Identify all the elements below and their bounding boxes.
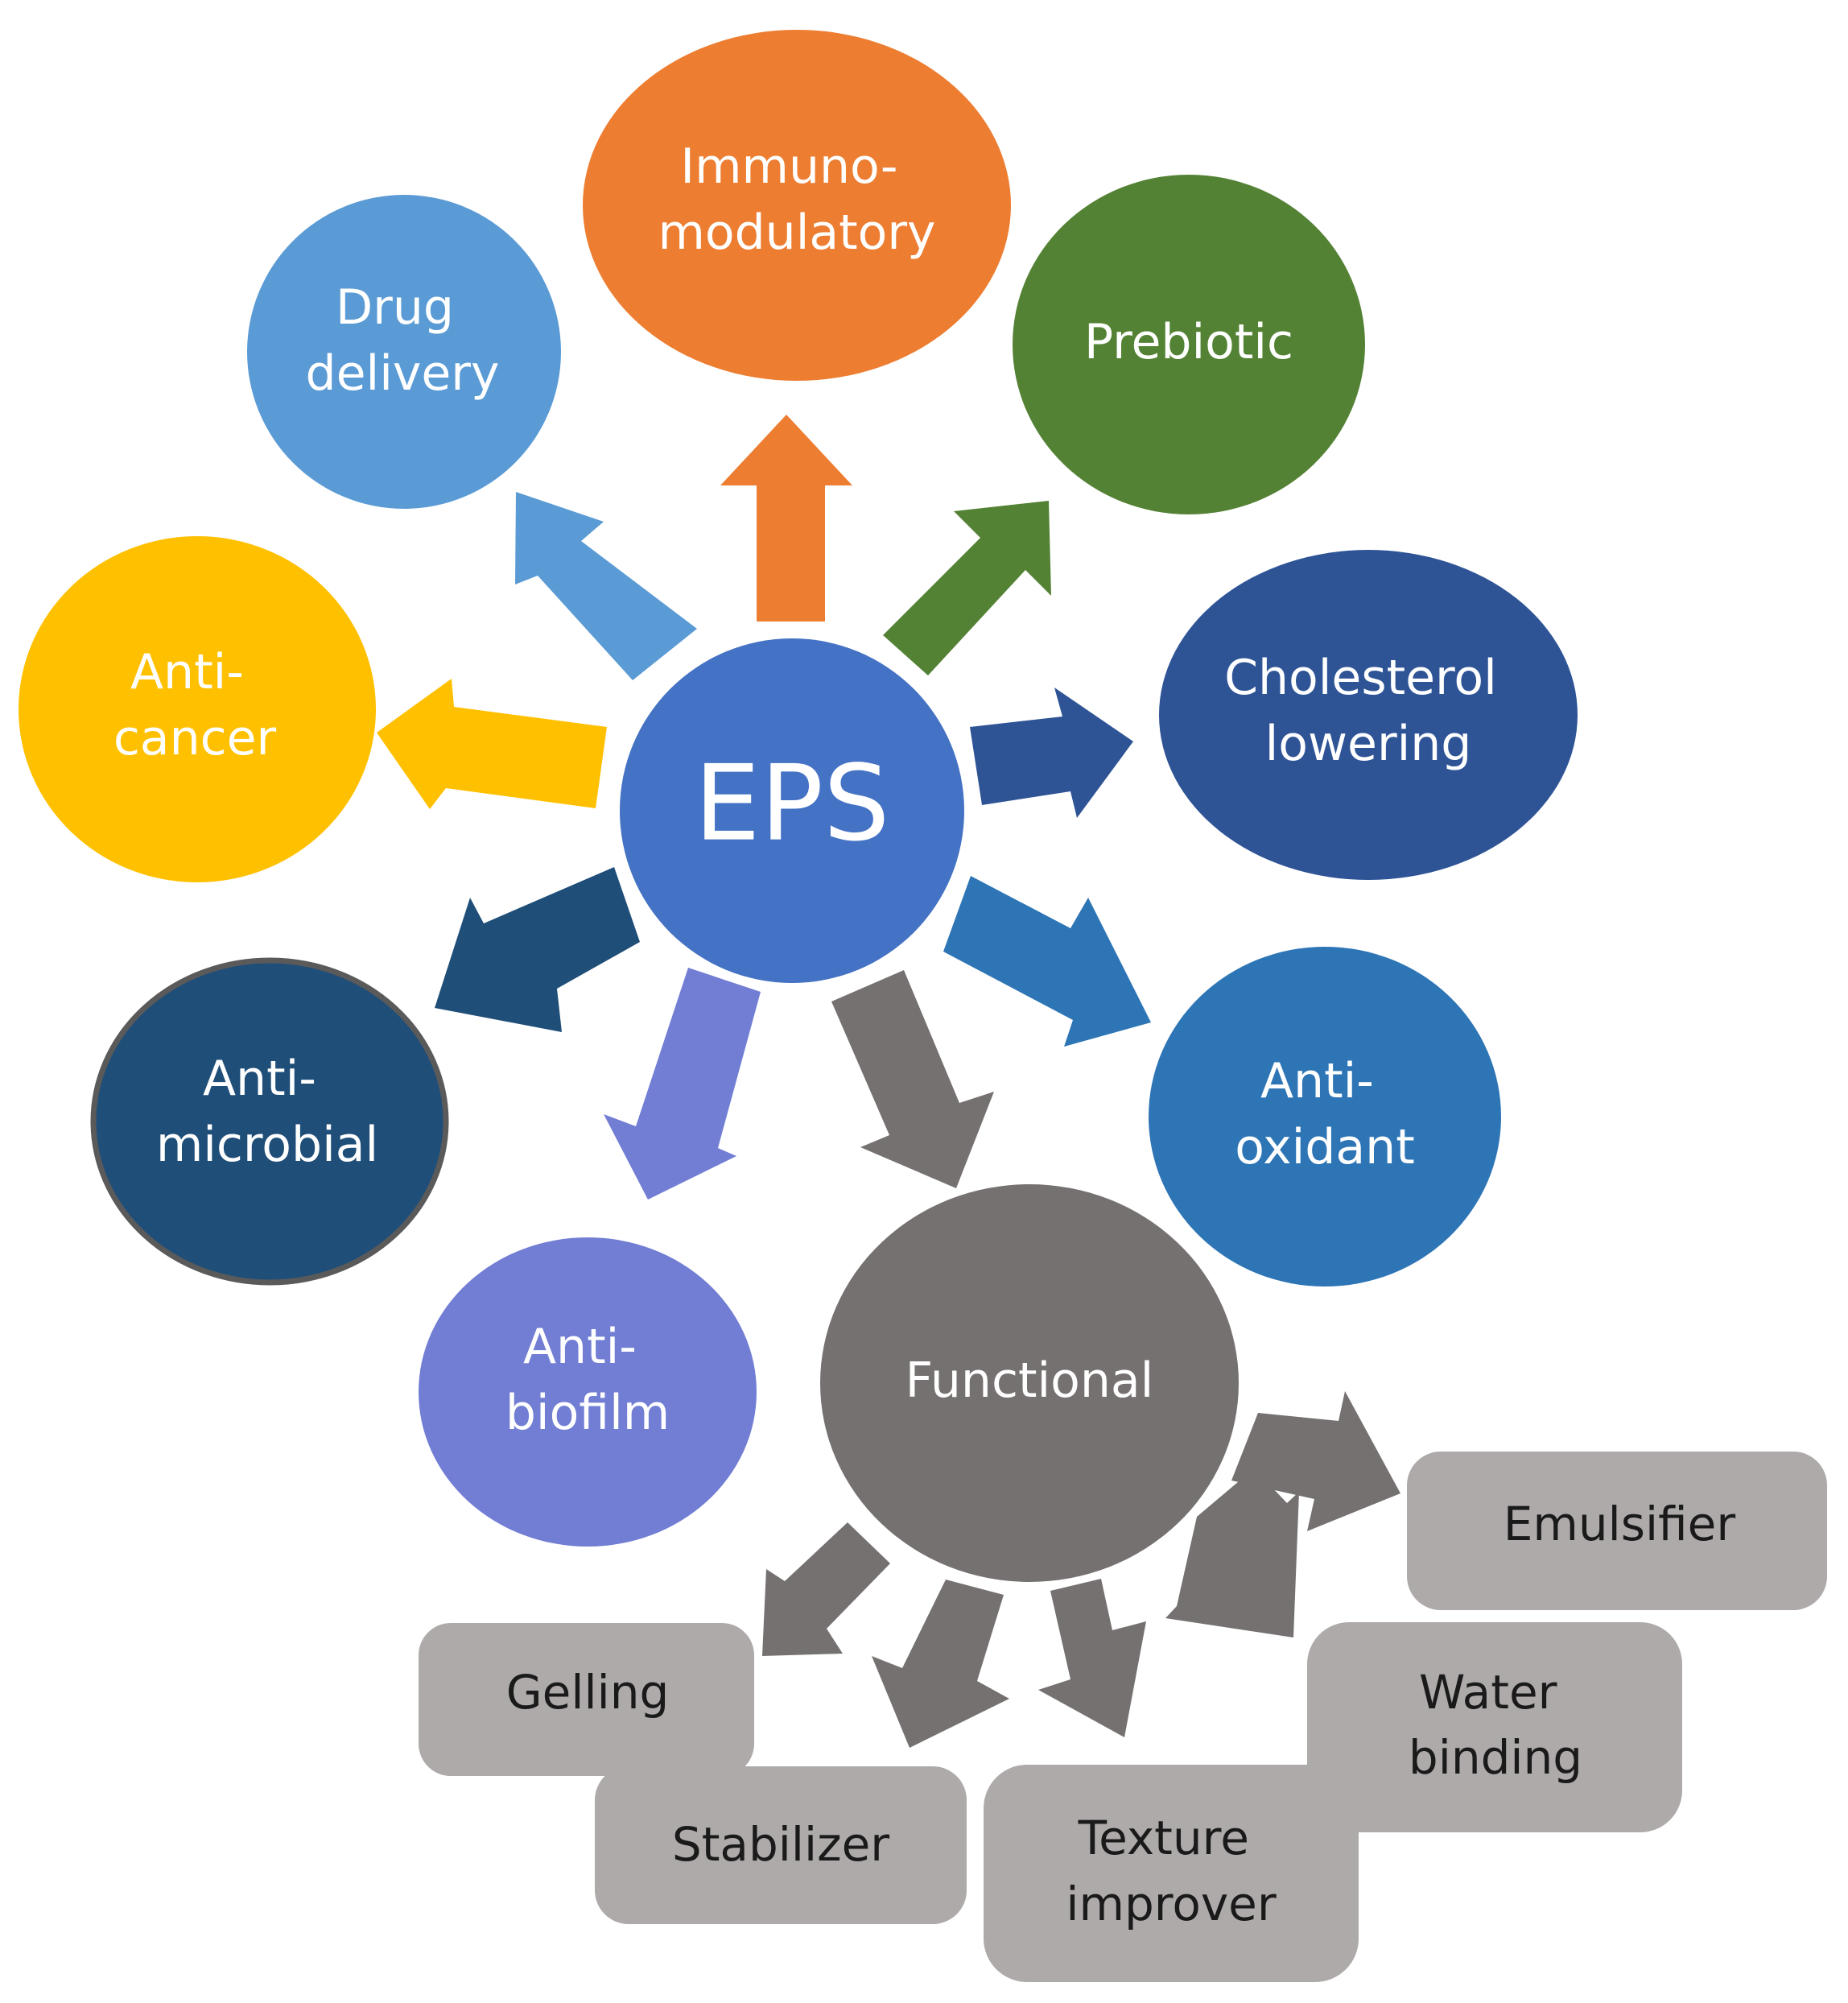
svg-text:Water binding: Water binding xyxy=(1409,1665,1582,1785)
svg-text:Anti- biofilm: Anti- biofilm xyxy=(505,1319,670,1441)
drug-delivery-label-line2: delivery xyxy=(306,345,500,402)
stabilizer-box xyxy=(595,1766,967,1924)
functional-box-water-binding: Water binding xyxy=(1307,1622,1682,1832)
svg-text:Anti- microbial: Anti- microbial xyxy=(156,1051,378,1173)
functional-label: Functional xyxy=(905,1353,1154,1409)
cholesterol-lowering-label-line2: lowering xyxy=(1265,716,1472,772)
cholesterol-lowering-label-line1: Cholesterol xyxy=(1224,650,1497,706)
arrow-to-functional xyxy=(831,970,994,1188)
water-binding-label-line2: binding xyxy=(1409,1730,1582,1785)
water-binding-label-line1: Water xyxy=(1419,1665,1557,1720)
antibiofilm-ellipse xyxy=(419,1237,757,1547)
emulsifier-label: Emulsifier xyxy=(1504,1497,1736,1551)
application-node-antioxidant: Anti- oxidant xyxy=(1149,947,1501,1286)
application-node-anticancer: Anti- cancer xyxy=(19,536,376,882)
arrow-to-antioxidant xyxy=(943,876,1151,1047)
antibiofilm-label-line1: Anti- xyxy=(523,1319,637,1375)
emulsifier-box xyxy=(1407,1452,1827,1610)
anticancer-label-line2: cancer xyxy=(113,710,277,766)
svg-text:Stabilizer: Stabilizer xyxy=(672,1817,889,1872)
anticancer-ellipse xyxy=(19,536,376,882)
application-node-drug-delivery: Drug delivery xyxy=(247,195,561,509)
drug-delivery-ellipse xyxy=(247,195,561,509)
texture-improver-label-line2: improver xyxy=(1066,1877,1276,1931)
arrow-to-texture-improver xyxy=(1038,1579,1146,1737)
arrow-to-antibiofilm xyxy=(604,968,761,1200)
svg-text:Immuno- modulatory: Immuno- modulatory xyxy=(658,138,935,261)
svg-text:Emulsifier: Emulsifier xyxy=(1504,1497,1736,1551)
prebiotic-ellipse xyxy=(1013,175,1365,514)
arrow-to-water-binding xyxy=(1165,1468,1299,1638)
arrow-to-stabilizer xyxy=(872,1580,1009,1748)
eps-center-label: EPS xyxy=(694,742,889,865)
immunomodulatory-label-line1: Immuno- xyxy=(680,138,897,195)
functional-box-gelling: Gelling xyxy=(419,1623,754,1776)
arrow-to-antimicrobial xyxy=(435,867,640,1032)
immunomodulatory-ellipse xyxy=(583,30,1011,381)
svg-text:Prebiotic: Prebiotic xyxy=(1084,314,1293,370)
svg-text:Functional: Functional xyxy=(905,1353,1154,1409)
functional-box-stabilizer: Stabilizer xyxy=(595,1766,967,1924)
arrow-to-prebiotic xyxy=(883,501,1051,675)
svg-text:Anti- oxidant: Anti- oxidant xyxy=(1235,1053,1414,1175)
drug-delivery-label-line1: Drug xyxy=(336,279,454,336)
svg-text:Gelling: Gelling xyxy=(506,1665,670,1720)
antimicrobial-label-line1: Anti- xyxy=(203,1051,316,1107)
functional-box-emulsifier: Emulsifier xyxy=(1407,1452,1827,1610)
functional-box-texture-improver: Texture improver xyxy=(984,1765,1359,1982)
application-node-antimicrobial: Anti- microbial xyxy=(90,957,449,1286)
arrow-to-gelling xyxy=(762,1522,890,1656)
cholesterol-lowering-ellipse xyxy=(1159,550,1578,880)
arrow-to-anticancer xyxy=(377,679,607,809)
antioxidant-ellipse xyxy=(1149,947,1501,1286)
application-node-prebiotic: Prebiotic xyxy=(1013,175,1365,514)
application-node-functional: Functional xyxy=(820,1184,1239,1582)
svg-text:Drug delivery: Drug delivery xyxy=(306,279,500,402)
texture-improver-label-line1: Texture xyxy=(1078,1811,1249,1865)
arrow-to-cholesterol-lowering xyxy=(970,688,1133,818)
application-node-immunomodulatory: Immuno- modulatory xyxy=(583,30,1011,381)
antibiofilm-label-line2: biofilm xyxy=(505,1385,670,1441)
texture-improver-box xyxy=(984,1765,1359,1982)
antimicrobial-ellipse xyxy=(90,957,449,1286)
functional-ellipse xyxy=(820,1184,1239,1582)
water-binding-box xyxy=(1307,1622,1682,1832)
svg-text:Anti- cancer: Anti- cancer xyxy=(113,644,277,766)
antioxidant-label-line2: oxidant xyxy=(1235,1119,1414,1175)
arrow-to-immunomodulatory xyxy=(720,415,852,622)
antioxidant-label-line1: Anti- xyxy=(1260,1053,1374,1109)
immunomodulatory-label-line2: modulatory xyxy=(658,204,935,261)
arrow-to-drug-delivery xyxy=(515,492,697,680)
svg-text:Texture improver: Texture improver xyxy=(1066,1811,1276,1931)
gelling-box xyxy=(419,1623,754,1776)
anticancer-label-line1: Anti- xyxy=(130,644,244,700)
application-node-cholesterol-lowering: Cholesterol lowering xyxy=(1159,550,1578,880)
application-node-antibiofilm: Anti- biofilm xyxy=(419,1237,757,1547)
stabilizer-label: Stabilizer xyxy=(672,1817,889,1872)
svg-text:Cholesterol lowering: Cholesterol lowering xyxy=(1224,650,1512,772)
arrow-to-emulsifier xyxy=(1231,1391,1400,1531)
gelling-label: Gelling xyxy=(506,1665,670,1720)
prebiotic-label: Prebiotic xyxy=(1084,314,1293,370)
antimicrobial-label-line2: microbial xyxy=(156,1117,378,1173)
eps-center-node xyxy=(620,638,964,983)
